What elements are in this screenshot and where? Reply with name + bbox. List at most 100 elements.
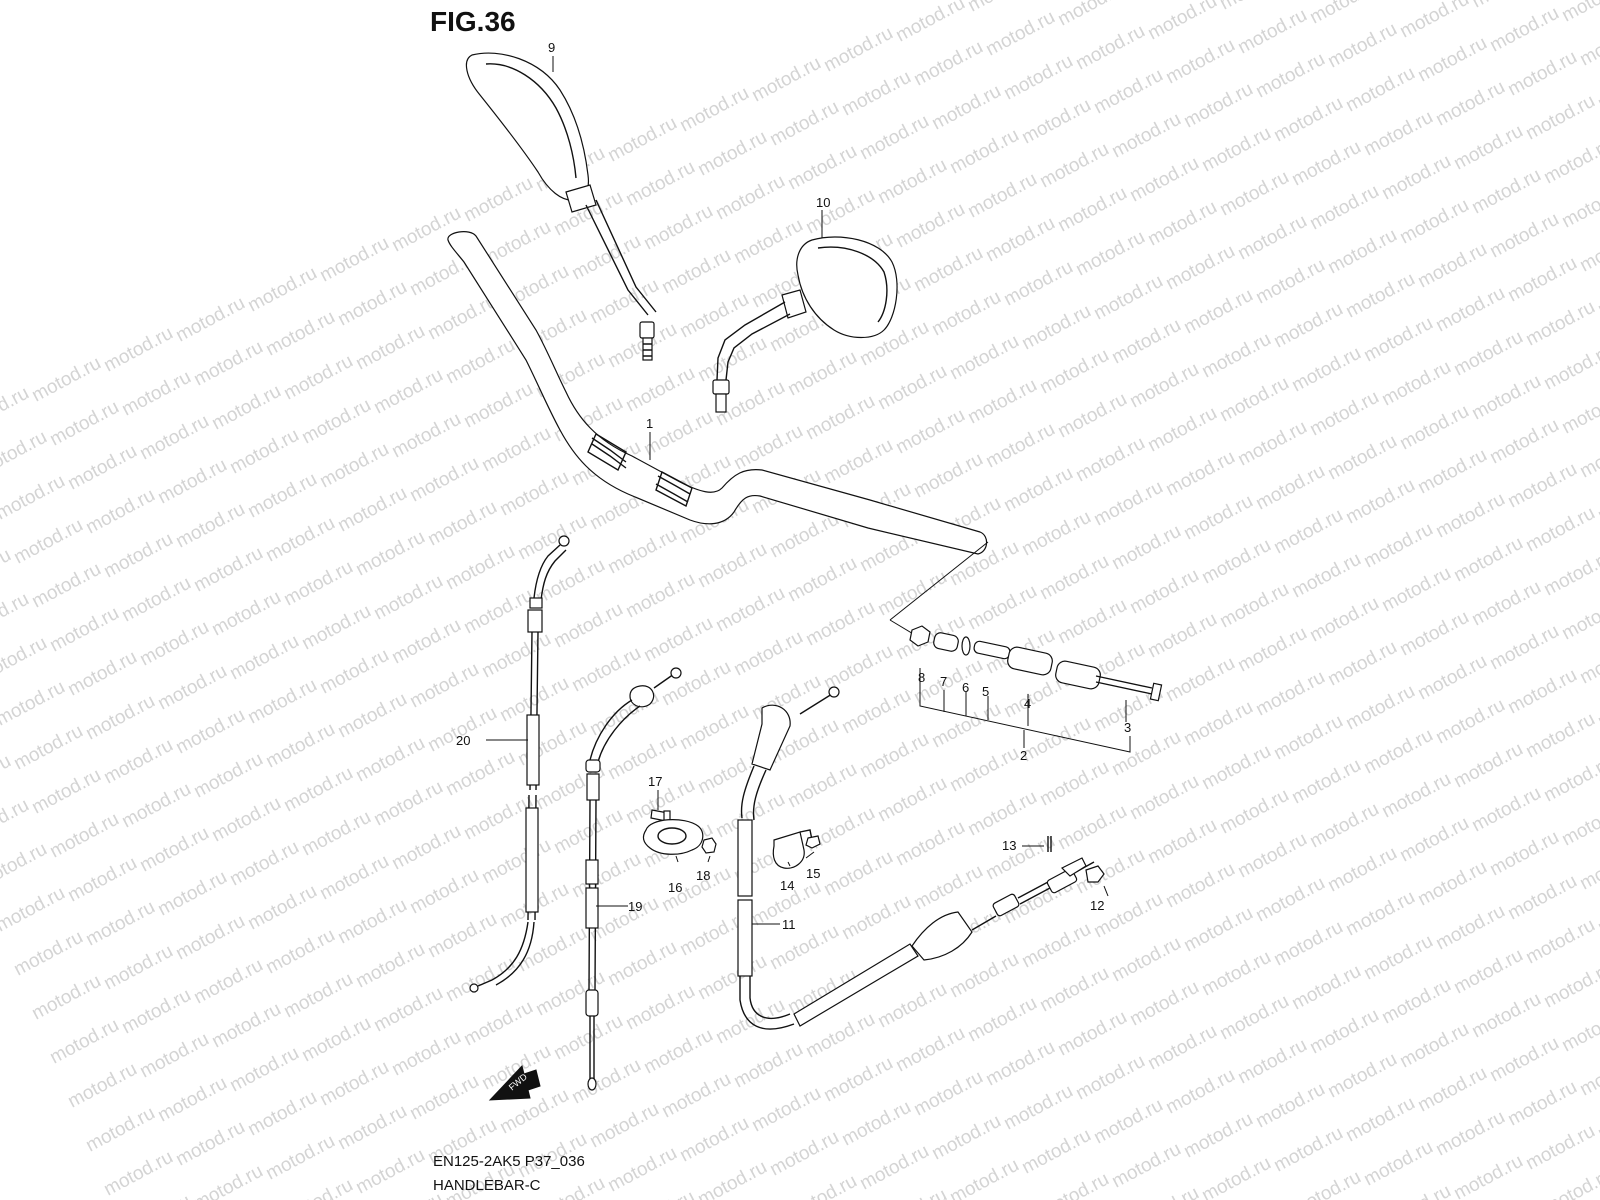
watermark-text: motod.ru xyxy=(280,1175,356,1200)
part-13-cotter-pin[interactable] xyxy=(1047,836,1052,852)
watermark-text: motod.ru xyxy=(964,993,1040,1047)
watermark-text: motod.ru xyxy=(226,837,302,891)
part-9-left-mirror[interactable] xyxy=(465,52,657,361)
watermark-text: motod.ru xyxy=(1360,1137,1436,1191)
watermark-text: motod.ru xyxy=(622,157,698,211)
watermark-text: motod.ru xyxy=(1234,5,1310,59)
watermark-text: motod.ru xyxy=(28,559,104,613)
part-8-balancer-nut[interactable] xyxy=(909,625,931,647)
watermark-text: motod.ru xyxy=(640,1025,716,1079)
part-10-right-mirror[interactable] xyxy=(712,236,898,413)
watermark-text: motod.ru xyxy=(1036,139,1112,193)
watermark-text: motod.ru xyxy=(1486,415,1562,469)
watermark-text: motod.ru xyxy=(370,983,446,1037)
watermark-text: motod.ru xyxy=(1450,945,1526,999)
part-4-balancer-weight[interactable] xyxy=(1006,646,1102,691)
watermark-text: motod.ru xyxy=(730,421,806,475)
watermark-text: motod.ru xyxy=(1468,989,1544,1043)
watermark-text: motod.ru xyxy=(1558,385,1600,439)
watermark-text: motod.ru xyxy=(1180,79,1256,133)
watermark-text: motod.ru xyxy=(1072,845,1148,899)
part-16-cable-guide[interactable] xyxy=(642,819,704,855)
watermark-text: motod.ru xyxy=(730,627,806,681)
watermark-text: motod.ru xyxy=(838,891,914,945)
watermark-text: motod.ru xyxy=(568,231,644,285)
part-label-16: 16 xyxy=(668,880,682,895)
part-label-15: 15 xyxy=(806,866,820,881)
watermark-text: motod.ru xyxy=(604,525,680,579)
part-5-balancer-spacer[interactable] xyxy=(973,640,1011,660)
watermark-text: motod.ru xyxy=(298,1013,374,1067)
part-18-guide-nut[interactable] xyxy=(701,837,717,854)
watermark-text: motod.ru xyxy=(28,353,104,407)
watermark-text: motod.ru xyxy=(730,1039,806,1093)
watermark-text: motod.ru xyxy=(1450,327,1526,381)
watermark-text: motod.ru xyxy=(1270,1123,1346,1177)
watermark-text: motod.ru xyxy=(1396,195,1472,249)
watermark-text: motod.ru xyxy=(946,949,1022,1003)
watermark-text: motod.ru xyxy=(1324,19,1400,73)
watermark-text: motod.ru xyxy=(982,213,1058,267)
part-12-cable-pin[interactable] xyxy=(1085,865,1105,883)
part-label-14: 14 xyxy=(780,878,794,893)
watermark-text: motod.ru xyxy=(1270,93,1346,147)
watermark-text: motod.ru xyxy=(1360,931,1436,985)
watermark-text: motod.ru xyxy=(604,113,680,167)
watermark-text: motod.ru xyxy=(766,1127,842,1181)
watermark-text: motod.ru xyxy=(1558,179,1600,233)
watermark-text: motod.ru xyxy=(1072,433,1148,487)
watermark-text: motod.ru xyxy=(928,699,1004,753)
watermark-text: motod.ru xyxy=(1324,637,1400,691)
watermark-text: motod.ru xyxy=(1234,829,1310,883)
part-7-balancer-cushion[interactable] xyxy=(933,632,960,653)
watermark-text: motod.ru xyxy=(892,199,968,253)
watermark-text: motod.ru xyxy=(1360,519,1436,573)
watermark-text: motod.ru xyxy=(1576,17,1600,71)
watermark-text: motod.ru xyxy=(1378,357,1454,411)
watermark-text: motod.ru xyxy=(1072,227,1148,281)
watermark-text: motod.ru xyxy=(784,141,860,195)
part-label-11: 11 xyxy=(782,917,796,932)
watermark-text: motod.ru xyxy=(532,1173,608,1200)
watermark-text: motod.ru xyxy=(244,881,320,935)
watermark-text: motod.ru xyxy=(172,293,248,347)
watermark-text: motod.ru xyxy=(280,969,356,1023)
watermark-text: motod.ru xyxy=(442,747,518,801)
part-11-clutch-cable[interactable] xyxy=(737,686,1095,1030)
watermark-text: motod.ru xyxy=(10,515,86,569)
watermark-text: motod.ru xyxy=(1396,0,1472,42)
watermark-text: motod.ru xyxy=(1054,183,1130,237)
watermark-text: motod.ru xyxy=(334,689,410,743)
watermark-text: motod.ru xyxy=(712,583,788,637)
watermark-text: motod.ru xyxy=(982,419,1058,473)
part-15-clamp-screw[interactable] xyxy=(805,835,821,849)
watermark-text: motod.ru xyxy=(1468,371,1544,425)
watermark-text: motod.ru xyxy=(1306,593,1382,647)
watermark-text: motod.ru xyxy=(874,773,950,827)
watermark-text: motod.ru xyxy=(406,453,482,507)
watermark-text: motod.ru xyxy=(424,497,500,551)
part-6-balancer-washer[interactable] xyxy=(961,636,971,656)
watermark-text: motod.ru xyxy=(568,1055,644,1109)
watermark-text: motod.ru xyxy=(982,831,1058,885)
watermark-text: motod.ru xyxy=(226,1043,302,1097)
watermark-text: motod.ru xyxy=(1108,109,1184,163)
watermark-text: motod.ru xyxy=(982,1037,1058,1091)
part-20-throttle-cable-1[interactable] xyxy=(469,535,570,993)
watermark-text: motod.ru xyxy=(136,823,212,877)
fwd-arrow-icon: FWD xyxy=(488,1064,541,1101)
watermark-text: motod.ru xyxy=(910,37,986,91)
part-14-cable-clamp[interactable] xyxy=(772,829,813,869)
watermark-text: motod.ru xyxy=(694,539,770,593)
watermark-text: motod.ru xyxy=(352,1145,428,1199)
watermark-text: motod.ru xyxy=(1036,551,1112,605)
watermark-text: motod.ru xyxy=(550,599,626,653)
watermark-text: motod.ru xyxy=(1018,919,1094,973)
part-3-balancer-bolt[interactable] xyxy=(1095,675,1163,702)
part-19-throttle-cable-2[interactable] xyxy=(585,667,682,1091)
watermark-text: motod.ru xyxy=(370,571,446,625)
watermark-text: motod.ru xyxy=(154,661,230,715)
watermark-text: motod.ru xyxy=(1216,167,1292,221)
watermark-text: motod.ru xyxy=(46,397,122,451)
watermark-text: motod.ru xyxy=(1180,1109,1256,1163)
